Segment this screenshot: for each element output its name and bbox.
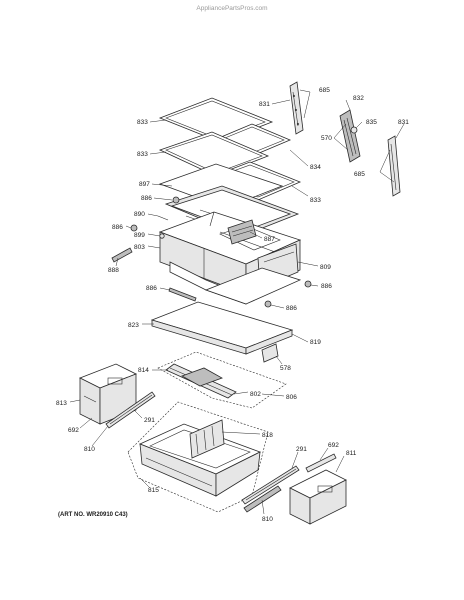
pin-890 xyxy=(157,215,169,221)
label-811: 811 xyxy=(346,450,357,457)
label-578: 578 xyxy=(280,365,291,372)
cover-692-right xyxy=(305,453,337,473)
slide-rail-810-right xyxy=(243,485,282,513)
cover-trim-578 xyxy=(261,343,279,363)
label-890: 890 xyxy=(134,211,145,218)
label-685-b: 685 xyxy=(354,171,365,178)
handle-888 xyxy=(111,247,133,263)
drawer-divider-818 xyxy=(189,419,225,459)
leader-806 xyxy=(261,393,285,397)
clip-835 xyxy=(350,126,358,134)
label-899: 899 xyxy=(134,232,145,239)
slide-rail-291-right xyxy=(241,465,300,505)
shelf-rail-right xyxy=(387,135,401,197)
rod-886-e xyxy=(168,287,197,302)
label-570: 570 xyxy=(321,135,332,142)
label-803: 803 xyxy=(134,244,145,251)
label-291-a: 291 xyxy=(144,417,155,424)
part-labels: 831 685 832 835 831 570 685 833 833 834 … xyxy=(56,87,409,523)
label-831-b: 831 xyxy=(398,119,409,126)
shelf-rail-bracket xyxy=(339,109,361,163)
screw-886-d xyxy=(264,300,272,308)
label-809: 809 xyxy=(320,264,331,271)
art-number: (ART NO. WR20910 C43) xyxy=(58,512,128,518)
label-897: 897 xyxy=(139,181,150,188)
label-886-b: 886 xyxy=(112,224,123,231)
label-888: 888 xyxy=(108,267,119,274)
crisper-cover-823 xyxy=(150,301,294,355)
label-832: 832 xyxy=(353,95,364,102)
label-833-c: 833 xyxy=(310,197,321,204)
label-833-b: 833 xyxy=(137,151,148,158)
label-886-d: 886 xyxy=(321,283,332,290)
label-823: 823 xyxy=(128,322,139,329)
drawer-partition-887 xyxy=(227,219,257,245)
leader-lines xyxy=(69,89,405,515)
shelf-rail-left xyxy=(289,81,304,135)
label-819: 819 xyxy=(310,339,321,346)
glass-shelf-middle xyxy=(158,131,270,177)
label-886-a: 886 xyxy=(141,195,152,202)
label-886-e: 886 xyxy=(286,305,297,312)
label-806: 806 xyxy=(286,394,297,401)
label-813: 813 xyxy=(56,400,67,407)
slide-group-outline-806 xyxy=(157,351,287,409)
label-291-b: 291 xyxy=(296,446,307,453)
screw-886-b xyxy=(130,224,138,232)
pin-899 xyxy=(159,233,165,239)
slide-rail-291-left xyxy=(105,391,156,429)
label-814: 814 xyxy=(138,367,149,374)
label-810-a: 810 xyxy=(84,446,95,453)
label-833-a: 833 xyxy=(137,119,148,126)
slide-bracket-814 xyxy=(165,363,237,399)
screw-886-c xyxy=(304,280,312,288)
label-887: 887 xyxy=(264,236,275,243)
label-802: 802 xyxy=(250,391,261,398)
screw-886-a xyxy=(172,196,180,204)
label-685-a: 685 xyxy=(319,87,330,94)
label-835: 835 xyxy=(366,119,377,126)
label-815: 815 xyxy=(148,487,159,494)
label-886-c: 886 xyxy=(146,285,157,292)
drawer-lower-frame xyxy=(169,261,302,305)
watermark-text: AppliancePartsPros.com xyxy=(196,5,267,12)
label-692: 692 xyxy=(68,427,79,434)
control-box-811 xyxy=(289,469,347,525)
label-810-b: 810 xyxy=(262,516,273,523)
label-692-b: 692 xyxy=(328,442,339,449)
label-834: 834 xyxy=(310,164,321,171)
label-818: 818 xyxy=(262,432,273,439)
label-831-a: 831 xyxy=(259,101,270,108)
